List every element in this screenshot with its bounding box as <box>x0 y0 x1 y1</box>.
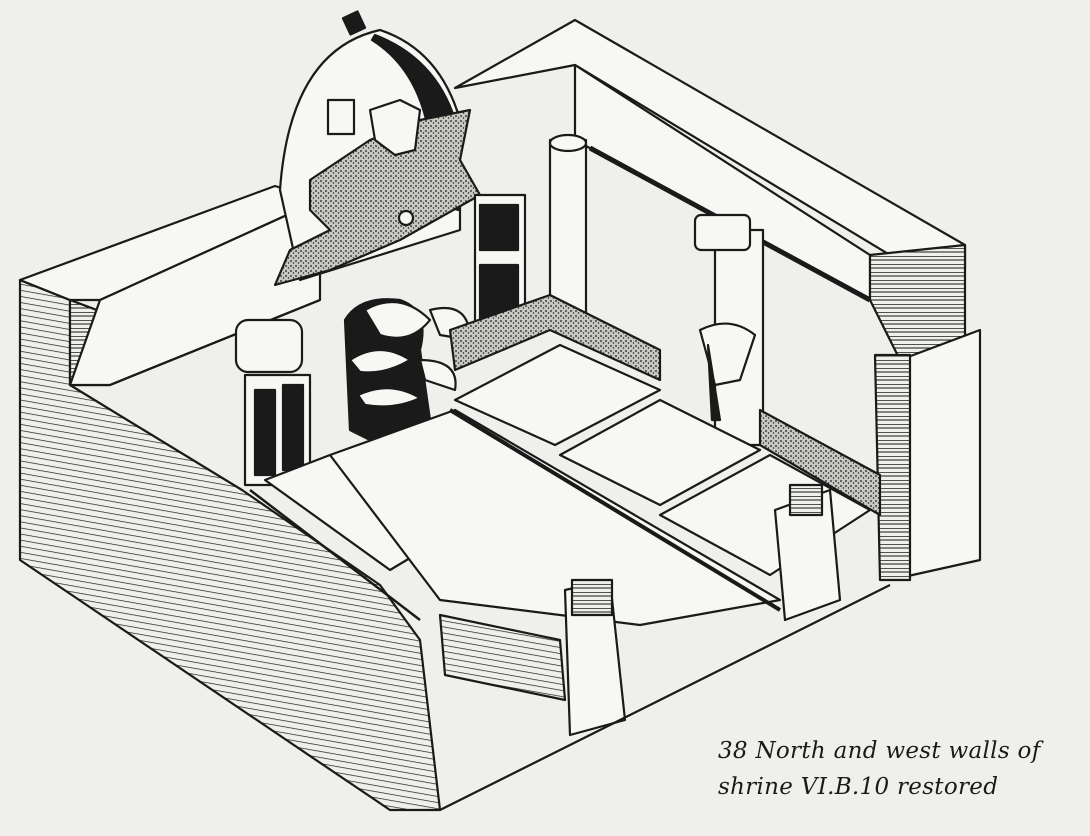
west-wall <box>18 184 322 387</box>
caption-line-1: 38 North and west walls of <box>718 738 1041 764</box>
dado-bands <box>448 293 882 517</box>
doorway-left <box>234 318 312 487</box>
pillar-right <box>693 213 765 447</box>
caption-line-2: shrine VI.B.10 restored <box>718 774 999 800</box>
partition-walls <box>249 408 891 811</box>
horn-cluster <box>343 298 472 452</box>
bull-relief <box>273 98 482 287</box>
figure-caption: 38 North and west walls of shrine VI.B.1… <box>718 733 1078 805</box>
